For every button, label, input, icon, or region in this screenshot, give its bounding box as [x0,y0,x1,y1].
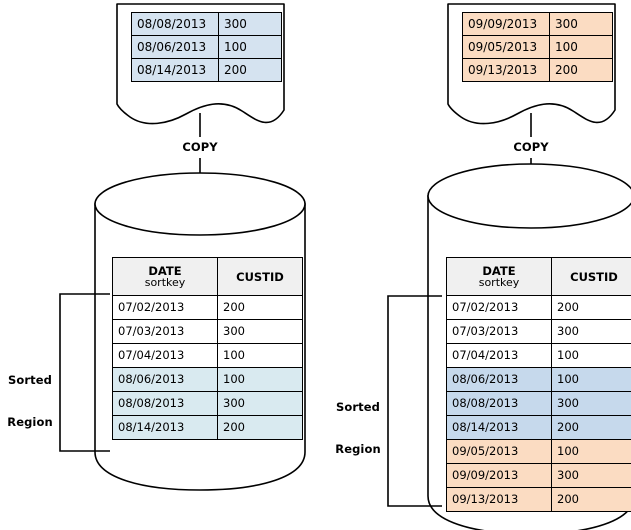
table-row: 07/04/2013 100 [446,343,631,368]
left-sorted-region-label: Sorted Region [2,345,58,457]
column-header-date: DATE sortkey [112,257,218,296]
cell-custid: 200 [551,415,631,440]
cell-date: 08/08/2013 [112,391,218,416]
table-row: 07/02/2013 200 [446,295,631,320]
cell-date: 08/08/2013 [131,12,219,36]
left-db-table-head: DATE sortkey CUSTID [112,257,303,296]
table-row: 08/14/2013 200 [112,415,303,440]
column-header-date-main: DATE [148,263,182,278]
table-row: 09/13/2013 200 [446,487,631,512]
cell-custid: 300 [551,391,631,416]
cell-date: 09/05/2013 [462,35,550,59]
sorted-region-line-1: Sorted [8,373,52,387]
cell-date: 07/02/2013 [446,295,552,320]
cell-custid: 100 [217,367,303,392]
column-header-date: DATE sortkey [446,257,552,296]
cell-date: 07/02/2013 [112,295,218,320]
column-header-custid: CUSTID [551,257,631,296]
cell-custid: 200 [551,487,631,512]
table-header-row: DATE sortkey CUSTID [446,257,631,296]
cell-date: 07/04/2013 [112,343,218,368]
cell-custid: 300 [549,12,613,36]
cell-custid: 200 [551,295,631,320]
right-file-table: 09/09/2013 300 09/05/2013 100 09/13/2013… [462,12,613,82]
table-row: 08/08/2013 300 [131,12,282,36]
cell-custid: 100 [551,343,631,368]
table-row: 09/05/2013 100 [446,439,631,464]
left-db-table: DATE sortkey CUSTID 07/02/2013 200 07/03… [112,257,303,440]
right-file-table-body: 09/09/2013 300 09/05/2013 100 09/13/2013… [462,12,613,82]
cell-custid: 100 [217,343,303,368]
table-row: 07/03/2013 300 [112,319,303,344]
cell-custid: 300 [551,319,631,344]
table-row: 08/08/2013 300 [112,391,303,416]
cell-custid: 300 [218,12,282,36]
right-cylinder-top [427,163,631,229]
cell-custid: 100 [218,35,282,59]
table-row: 08/06/2013 100 [112,367,303,392]
cell-custid: 100 [551,367,631,392]
column-header-date-main: DATE [482,263,516,278]
table-row: 08/06/2013 100 [131,35,282,59]
right-sorted-region-bracket [387,295,442,507]
sorted-region-line-2: Region [335,442,381,456]
cell-date: 08/14/2013 [131,58,219,82]
table-header-row: DATE sortkey CUSTID [112,257,303,296]
table-row: 07/02/2013 200 [112,295,303,320]
cell-custid: 200 [217,295,303,320]
left-db-table-body: 07/02/2013 200 07/03/2013 300 07/04/2013… [112,295,303,440]
cell-custid: 200 [217,415,303,440]
cell-custid: 300 [551,463,631,488]
table-row: 09/05/2013 100 [462,35,613,59]
table-row: 08/08/2013 300 [446,391,631,416]
table-row: 09/09/2013 300 [462,12,613,36]
cell-custid: 100 [551,439,631,464]
cell-date: 08/08/2013 [446,391,552,416]
cell-date: 08/14/2013 [446,415,552,440]
table-row: 08/14/2013 200 [446,415,631,440]
table-row: 09/09/2013 300 [446,463,631,488]
left-sorted-region-bracket [59,293,110,452]
left-cylinder-top [94,172,306,236]
column-header-date-sub: sortkey [478,275,520,289]
sorted-region-line-2: Region [7,415,53,429]
right-db-table-body: 07/02/2013 200 07/03/2013 300 07/04/2013… [446,295,631,512]
table-row: 08/14/2013 200 [131,58,282,82]
right-db-table-head: DATE sortkey CUSTID [446,257,631,296]
cell-date: 09/09/2013 [462,12,550,36]
cell-date: 08/06/2013 [131,35,219,59]
right-db-table: DATE sortkey CUSTID 07/02/2013 200 07/03… [446,257,631,512]
cell-date: 09/09/2013 [446,463,552,488]
column-header-date-sub: sortkey [144,275,186,289]
sorted-region-line-1: Sorted [336,400,380,414]
left-file-table: 08/08/2013 300 08/06/2013 100 08/14/2013… [131,12,282,82]
cell-date: 07/03/2013 [446,319,552,344]
right-copy-label: COPY [513,140,549,154]
cell-custid: 300 [217,319,303,344]
cell-custid: 200 [549,58,613,82]
table-row: 07/03/2013 300 [446,319,631,344]
cell-custid: 100 [549,35,613,59]
cell-date: 08/14/2013 [112,415,218,440]
cell-custid: 200 [218,58,282,82]
cell-date: 08/06/2013 [446,367,552,392]
table-row: 09/13/2013 200 [462,58,613,82]
left-copy-label: COPY [182,140,218,154]
cell-date: 07/04/2013 [446,343,552,368]
cell-date: 08/06/2013 [112,367,218,392]
right-sorted-region-label: Sorted Region [330,372,386,484]
column-header-custid: CUSTID [217,257,303,296]
left-file-table-body: 08/08/2013 300 08/06/2013 100 08/14/2013… [131,12,282,82]
cell-date: 09/05/2013 [446,439,552,464]
cell-date: 09/13/2013 [462,58,550,82]
cell-date: 09/13/2013 [446,487,552,512]
table-row: 08/06/2013 100 [446,367,631,392]
cell-custid: 300 [217,391,303,416]
cell-date: 07/03/2013 [112,319,218,344]
table-row: 07/04/2013 100 [112,343,303,368]
